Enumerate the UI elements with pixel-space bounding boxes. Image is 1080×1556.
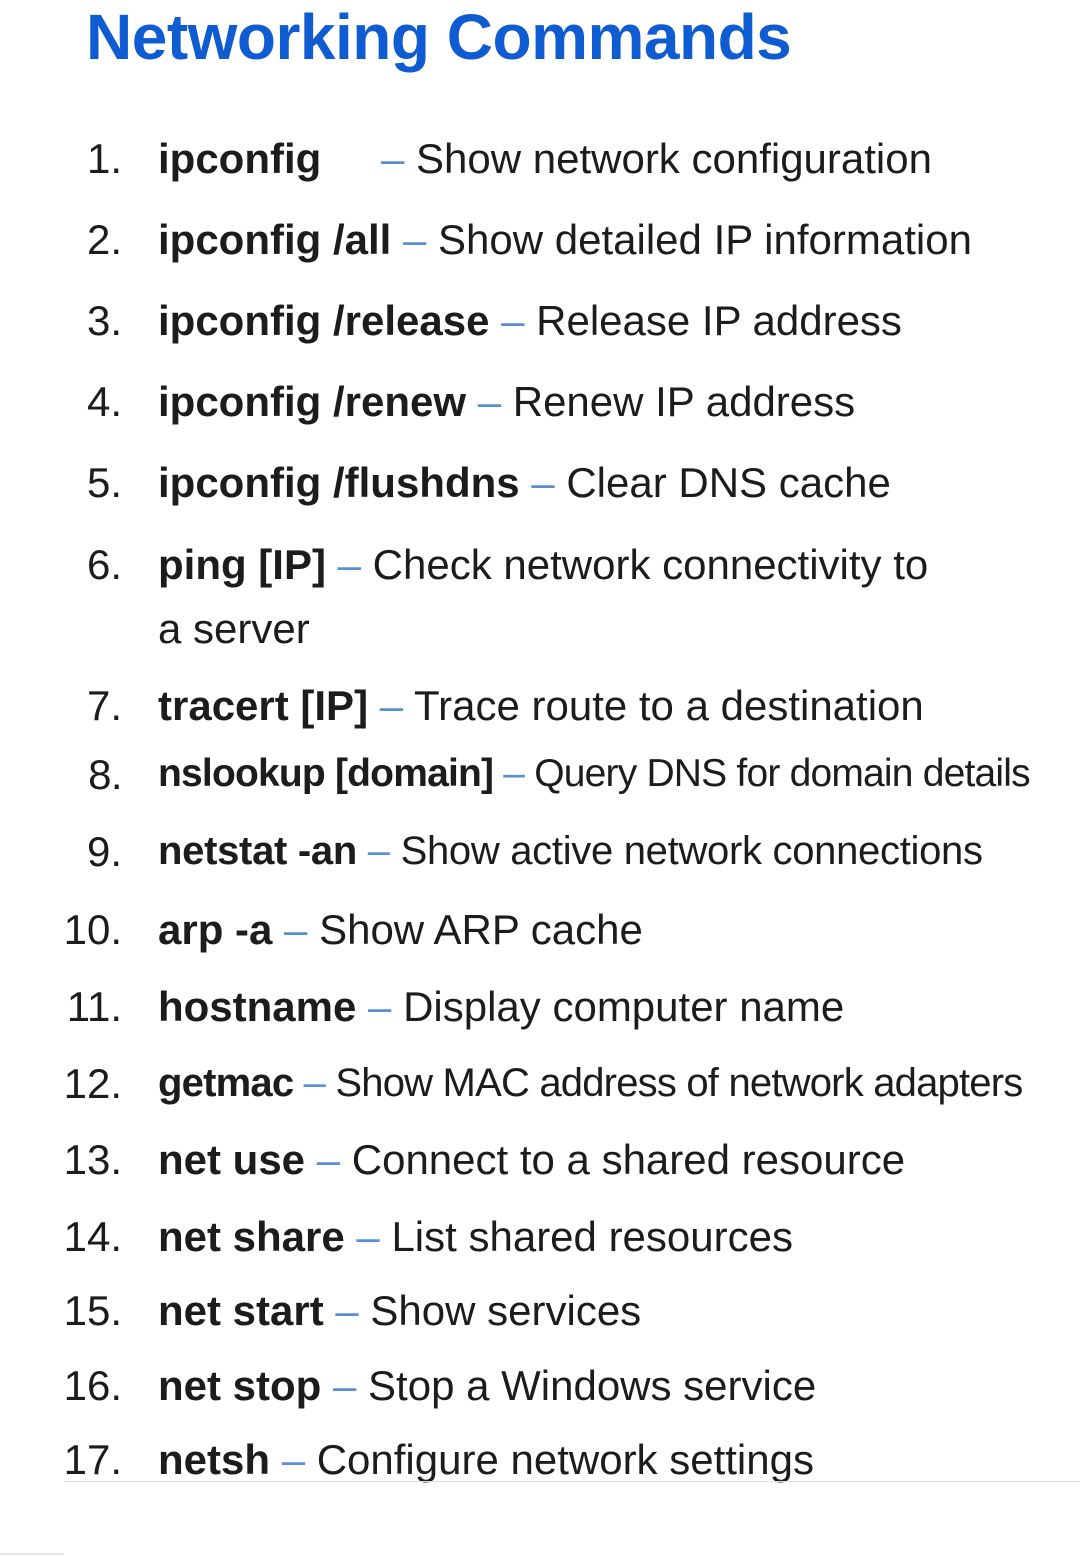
item-number: 8.	[88, 751, 122, 798]
command-name: net share	[158, 1213, 345, 1260]
separator-dash: –	[380, 135, 405, 182]
command-name: ipconfig /renew	[158, 378, 467, 425]
corner-mark	[0, 1553, 64, 1555]
command-description: Show MAC address of network adapters	[335, 1061, 1023, 1105]
item-number: 17.	[63, 1436, 122, 1483]
item-number: 6.	[86, 541, 122, 588]
command-name: netsh	[158, 1436, 271, 1483]
command-description: Show detailed IP information	[438, 216, 972, 263]
command-name: net use	[158, 1136, 306, 1183]
separator-dash: –	[356, 1213, 380, 1260]
separator-dash: –	[333, 1362, 357, 1409]
separator-dash: –	[335, 1287, 359, 1334]
command-description: Check network connectivity to	[372, 541, 929, 588]
command-name: ipconfig /release	[158, 297, 490, 344]
item-number: 9.	[86, 828, 122, 875]
command-name: nslookup [domain]	[158, 752, 494, 795]
command-description: Stop a Windows service	[368, 1362, 817, 1409]
item-number: 13.	[63, 1136, 122, 1183]
separator-dash: –	[367, 829, 390, 873]
command-description: Show network configuration	[416, 135, 932, 182]
item-number: 12.	[63, 1060, 122, 1107]
item-number: 2.	[86, 216, 122, 263]
command-description: Show services	[370, 1287, 642, 1334]
command-name: ipconfig	[158, 135, 322, 182]
item-number: 15.	[63, 1287, 122, 1334]
command-name: net start	[158, 1287, 324, 1334]
separator-dash: –	[281, 1436, 306, 1483]
command-name: arp -a	[158, 906, 273, 953]
separator-dash: –	[477, 378, 502, 425]
command-description: Release IP address	[536, 297, 902, 344]
command-description: Show ARP cache	[319, 906, 643, 953]
command-name: ipconfig /flushdns	[158, 459, 520, 506]
item-number: 14.	[63, 1213, 122, 1260]
command-description-continued: a server	[158, 605, 310, 652]
bottom-divider	[64, 1481, 1080, 1482]
item-number: 5.	[86, 459, 122, 506]
command-description: Trace route to a destination	[414, 682, 924, 729]
item-number: 11.	[66, 983, 122, 1030]
command-name: netstat -an	[158, 829, 357, 873]
command-description: Configure network settings	[316, 1436, 814, 1483]
separator-dash: –	[531, 459, 555, 506]
item-number: 16.	[63, 1362, 122, 1409]
item-number: 1.	[86, 135, 122, 182]
separator-dash: –	[368, 983, 392, 1030]
separator-dash: –	[501, 297, 525, 344]
command-name: net stop	[158, 1362, 322, 1409]
item-number: 7.	[86, 682, 122, 729]
separator-dash: –	[403, 216, 427, 263]
command-name: tracert [IP]	[158, 682, 369, 729]
command-description: List shared resources	[391, 1213, 793, 1260]
page-title: Networking Commands	[86, 1, 792, 73]
separator-dash: –	[303, 1061, 326, 1105]
command-name: ping [IP]	[158, 541, 326, 588]
separator-dash: –	[337, 541, 361, 588]
command-description: Query DNS for domain details	[534, 752, 1030, 795]
command-description: Clear DNS cache	[566, 459, 891, 506]
command-name: hostname	[158, 983, 357, 1030]
separator-dash: –	[284, 906, 308, 953]
separator-dash: –	[316, 1136, 341, 1183]
command-name: getmac	[158, 1061, 294, 1105]
separator-dash: –	[379, 682, 404, 729]
command-description: Show active network connections	[400, 829, 983, 873]
command-description: Connect to a shared resource	[351, 1136, 906, 1183]
item-number: 3.	[86, 297, 122, 344]
command-description: Display computer name	[403, 983, 845, 1030]
item-number: 4.	[86, 378, 122, 425]
item-number: 10.	[63, 906, 122, 953]
separator-dash: –	[503, 752, 525, 795]
command-name: ipconfig /all	[158, 216, 392, 263]
command-description: Renew IP address	[512, 378, 856, 425]
